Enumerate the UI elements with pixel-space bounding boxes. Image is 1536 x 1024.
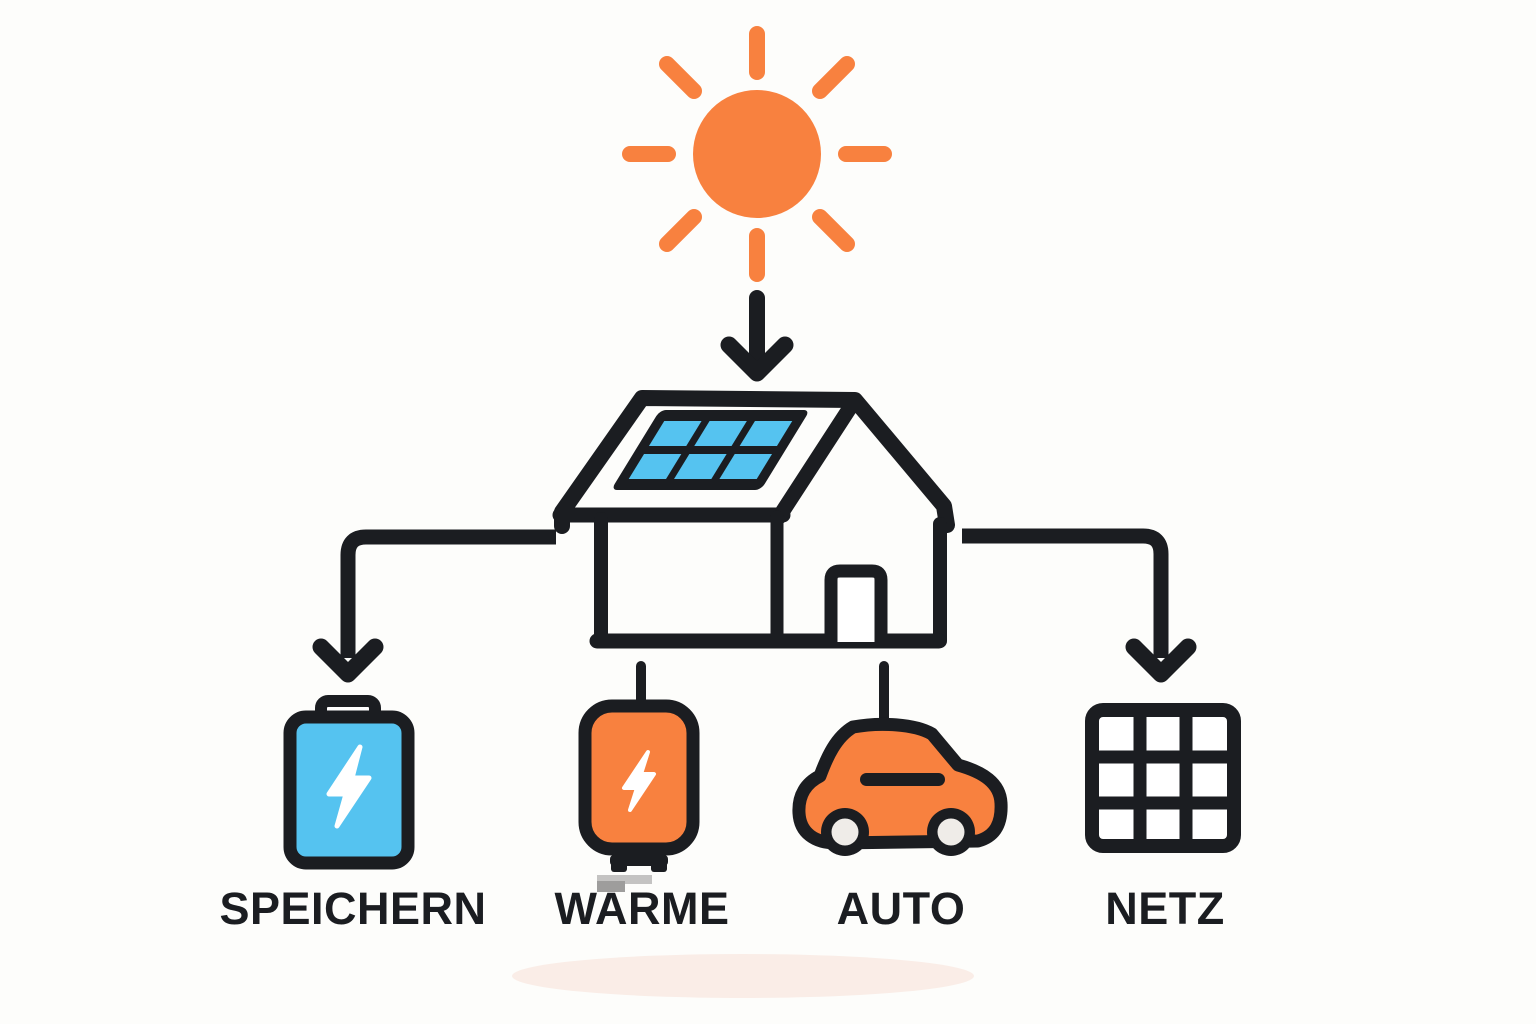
solar-panel <box>613 410 808 490</box>
sun-icon <box>622 26 892 282</box>
car-wheel-left <box>821 808 869 856</box>
ground-shadow <box>512 954 974 998</box>
sun-rays <box>622 26 892 282</box>
label-waerme: WARME <box>554 883 730 934</box>
lightning-bolt-icon <box>326 744 372 829</box>
gray-smudge <box>597 875 652 892</box>
house-to-speichern-arrow <box>312 529 556 683</box>
label-netz: NETZ <box>1105 883 1225 934</box>
sun-disc <box>693 90 821 218</box>
label-auto: AUTO <box>836 883 966 934</box>
solar-panel-cells <box>628 421 793 479</box>
car-window-bar <box>860 773 945 786</box>
house-to-netz-arrow <box>962 528 1197 683</box>
house-solar-panel-icon <box>552 390 955 649</box>
battery-icon <box>283 695 415 870</box>
lightning-bolt-icon <box>622 750 656 812</box>
heater-stand <box>610 845 668 872</box>
power-grid-icon <box>1085 703 1241 853</box>
water-heater-icon <box>578 699 700 892</box>
car-icon <box>792 717 1008 856</box>
sun-to-house-arrow <box>720 290 794 382</box>
house-door <box>824 564 888 642</box>
label-speichern: SPEICHERN <box>219 883 487 934</box>
car-wheel-right <box>927 808 975 856</box>
